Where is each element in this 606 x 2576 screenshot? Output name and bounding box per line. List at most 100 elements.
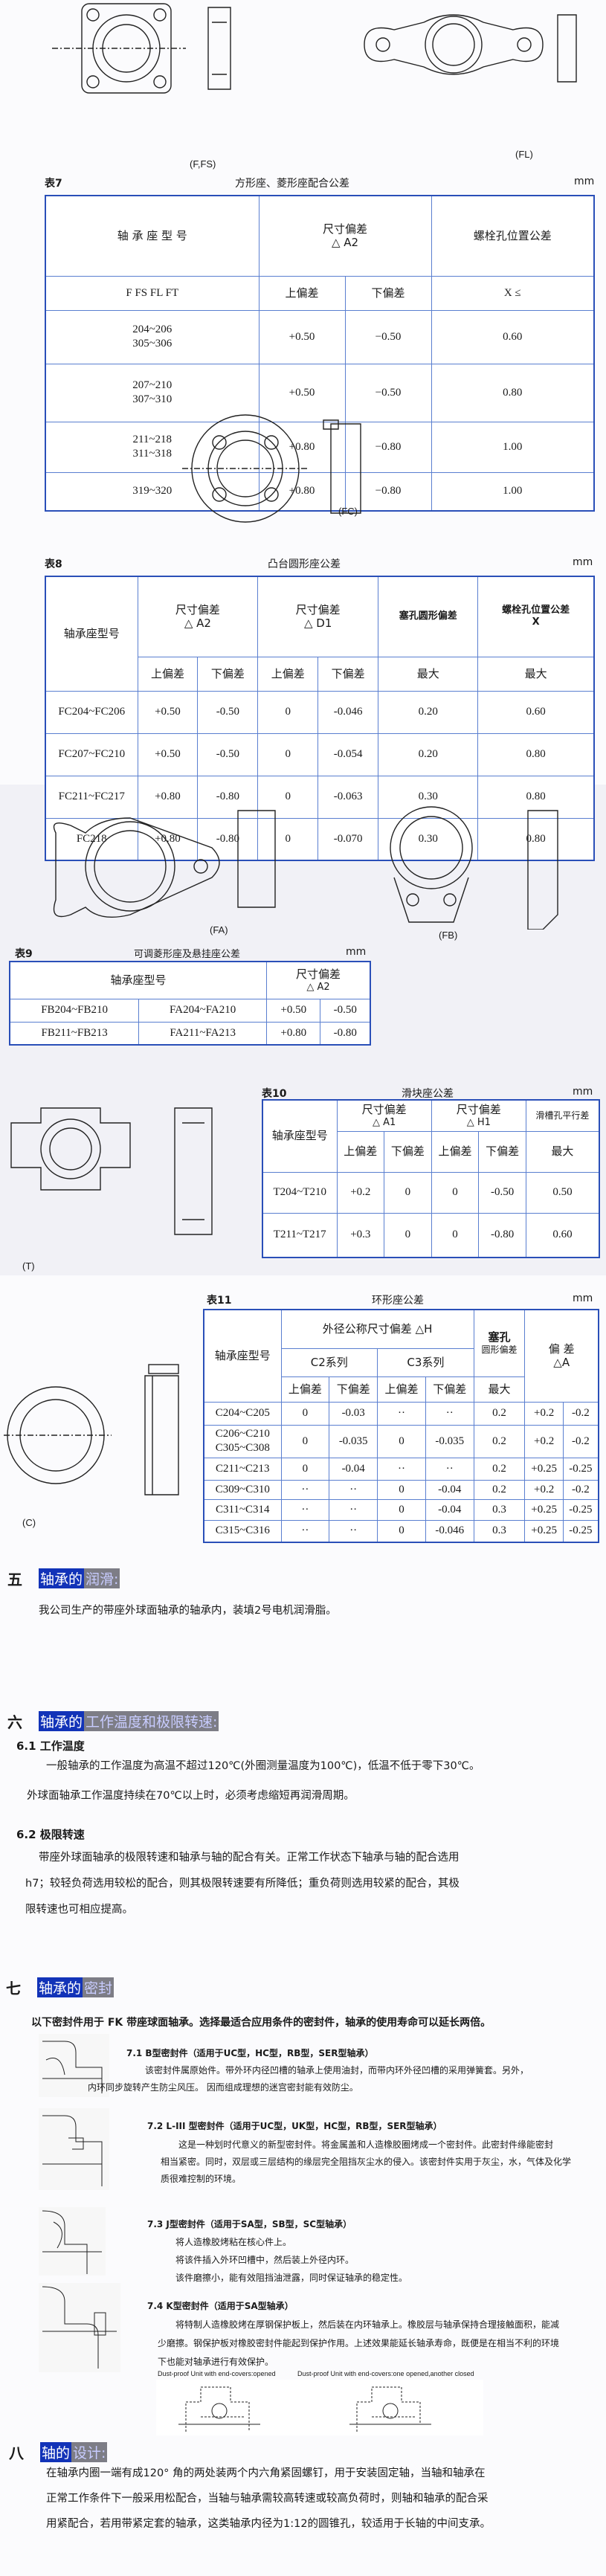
sec7-1-heading: 7.1 B型密封件（适用于UC型，HC型，RB型，SER型轴承） bbox=[126, 2048, 374, 2058]
table11-sub-low: 下偏差 bbox=[329, 1376, 378, 1403]
table7-sub-x: X ≤ bbox=[431, 275, 595, 311]
table8-title: 凸台圆形座公差 bbox=[268, 558, 341, 570]
table10-sub-max: 最大 bbox=[525, 1130, 600, 1173]
table7: 轴 承 座 型 号 尺寸偏差△ A2 螺栓孔位置公差 F FS FL FT 上偏… bbox=[45, 195, 595, 512]
table7-header-pos: 螺栓孔位置公差 bbox=[431, 195, 595, 277]
table9-title: 可调菱形座及悬挂座公差 bbox=[134, 949, 241, 960]
figure-label-t: (T) bbox=[22, 1260, 35, 1272]
table11-sub-up: 上偏差 bbox=[280, 1376, 330, 1403]
l3-seal-drawing bbox=[39, 2108, 109, 2190]
paragraph-line: h7；较轻负荷选用较松的配合，则其极限转速要有所降低；重负荷则选用较紧的配合，其… bbox=[25, 1878, 460, 1890]
table11-sub-low: 下偏差 bbox=[425, 1376, 474, 1403]
sec6-1-heading: 6.1 工作温度 bbox=[16, 1739, 85, 1753]
dust-proof-caption-one-closed: Dust-proof Unit with end-covers:one open… bbox=[297, 2370, 474, 2377]
table11-title: 环形座公差 bbox=[372, 1295, 424, 1307]
round-flange-housing-drawing bbox=[182, 414, 361, 523]
table7-sub-model: F FS FL FT bbox=[45, 275, 260, 311]
table7-unit: mm bbox=[574, 176, 595, 187]
table9-unit: mm bbox=[346, 946, 367, 958]
sec7-2-heading: 7.2 L-III 型密封件（适用于UC型，UK型，HC型，RB型，SER型轴承… bbox=[147, 2121, 442, 2131]
sec5-text: 我公司生产的带座外球面轴承的轴承内，装填2号电机润滑脂。 bbox=[39, 1605, 337, 1617]
cartridge-housing-drawing bbox=[4, 1364, 179, 1495]
table11-header-c3: C3系列 bbox=[377, 1347, 474, 1377]
paragraph-line: 将人造橡胶烤粘在核心件上。 bbox=[175, 2237, 292, 2247]
adjustable-flange-housing-drawing bbox=[53, 810, 276, 918]
figure-label-fc: (FC) bbox=[338, 506, 358, 517]
table9-header-model: 轴承座型号 bbox=[9, 961, 268, 999]
table8-sub-up: 上偏差 bbox=[257, 656, 319, 692]
table9-header-dev: 尺寸偏差△ A2 bbox=[266, 961, 371, 999]
dust-proof-unit-drawings bbox=[156, 2380, 483, 2435]
table10-header-a1: 尺寸偏差△ A1 bbox=[336, 1099, 432, 1132]
hanger-housing-drawing bbox=[390, 806, 558, 930]
table10-sub-low: 下偏差 bbox=[384, 1130, 432, 1173]
table11-header-model: 轴承座型号 bbox=[203, 1309, 282, 1403]
sec7-intro: 以下密封件用于 FK 带座球面轴承。选择最适合应用条件的密封件，轴承的使用寿命可… bbox=[31, 2017, 491, 2029]
table8-header-a2: 尺寸偏差△ A2 bbox=[137, 576, 259, 657]
paragraph-line: 该件磨擦小，能有效阻挡油泄露，同时保证轴承的稳定性。 bbox=[175, 2273, 408, 2283]
table8-header-model: 轴承座型号 bbox=[45, 576, 138, 692]
table8-sub-low: 下偏差 bbox=[317, 656, 379, 692]
take-up-housing-drawing bbox=[10, 1107, 213, 1235]
paragraph-line: 相当紧密。同时，双层或三层结构的缘层完全阻挡灰尘水的侵入。该密封件实用于灰尘，水… bbox=[161, 2157, 572, 2167]
table11-unit: mm bbox=[573, 1292, 593, 1304]
table8-sub-max: 最大 bbox=[378, 656, 479, 692]
table7-title: 方形座、菱形座配合公差 bbox=[235, 178, 349, 190]
table8-sub-max: 最大 bbox=[477, 656, 595, 692]
table11-label: 表11 bbox=[207, 1295, 232, 1307]
table9-label: 表9 bbox=[15, 948, 33, 960]
table10-label: 表10 bbox=[262, 1088, 287, 1100]
section-7-heading: 七轴承的密封 bbox=[6, 1977, 115, 1998]
table11-header-od: 外径公称尺寸偏差 △H bbox=[280, 1309, 474, 1349]
paragraph-line: 将该件插入外环凹槽中，然后装上外径内环。 bbox=[175, 2255, 355, 2265]
paragraph-line: 质很难控制的环境。 bbox=[161, 2174, 242, 2184]
sec7-3-heading: 7.3 J型密封件（适用于SA型，SB型，SC型轴承） bbox=[147, 2219, 352, 2229]
table10-sub-up: 上偏差 bbox=[431, 1130, 480, 1173]
paragraph-line: 下也能对轴承进行有效保护。 bbox=[158, 2357, 274, 2367]
table7-sub-low: 下偏差 bbox=[344, 275, 432, 311]
table10-header-model: 轴承座型号 bbox=[262, 1099, 338, 1173]
table10-header-h1: 尺寸偏差△ H1 bbox=[431, 1099, 526, 1132]
dust-proof-caption-opened: Dust-proof Unit with end-covers:opened bbox=[158, 2370, 276, 2377]
oval-flange-housing-drawing bbox=[364, 14, 577, 83]
sec6-2-heading: 6.2 极限转速 bbox=[16, 1828, 85, 1841]
b-seal-drawing bbox=[39, 2034, 109, 2097]
figure-label-fa: (FA) bbox=[210, 924, 228, 936]
table8-header-round: 塞孔圆形偏差 bbox=[378, 576, 479, 657]
table10-header-par: 滑槽孔平行差 bbox=[525, 1099, 600, 1132]
paragraph-line: 这是一种划时代意义的新型密封件。将金属盖和人造橡胶圈烤成一个密封件。此密封件缘能… bbox=[178, 2139, 554, 2150]
table7-header-dev: 尺寸偏差△ A2 bbox=[258, 195, 432, 277]
table10: 轴承座型号 尺寸偏差△ A1 尺寸偏差△ H1 滑槽孔平行差 上偏差下偏差上偏差… bbox=[262, 1099, 600, 1258]
figure-label-c: (C) bbox=[22, 1517, 36, 1528]
paragraph-line: 一般轴承的工作温度为高温不超过120℃(外圈测量温度为100℃)，低温不低于零下… bbox=[46, 1760, 480, 1772]
section-5-heading: 五轴承的润滑: bbox=[7, 1568, 120, 1589]
table11-sub-up: 上偏差 bbox=[377, 1376, 426, 1403]
paragraph-line: 在轴承内圈一端有成120° 角的两处装两个内六角紧固螺钉，用于安装固定轴，当轴和… bbox=[46, 2467, 486, 2479]
figure-label-ffs: (F,FS) bbox=[190, 158, 216, 170]
table7-sub-up: 上偏差 bbox=[258, 275, 346, 311]
paragraph-line: 将特制人造橡胶烤在厚钢保护板上，然后装在内环轴承上。橡胶层与轴承保持合理接触面积… bbox=[175, 2319, 560, 2330]
table8-header-d1: 尺寸偏差△ D1 bbox=[257, 576, 379, 657]
table10-sub-low: 下偏差 bbox=[478, 1130, 526, 1173]
paragraph-line: 限转速也可相应提高。 bbox=[25, 1904, 133, 1916]
table11-header-round: 塞孔圆形偏差 bbox=[473, 1309, 526, 1377]
table10-sub-up: 上偏差 bbox=[336, 1130, 385, 1173]
